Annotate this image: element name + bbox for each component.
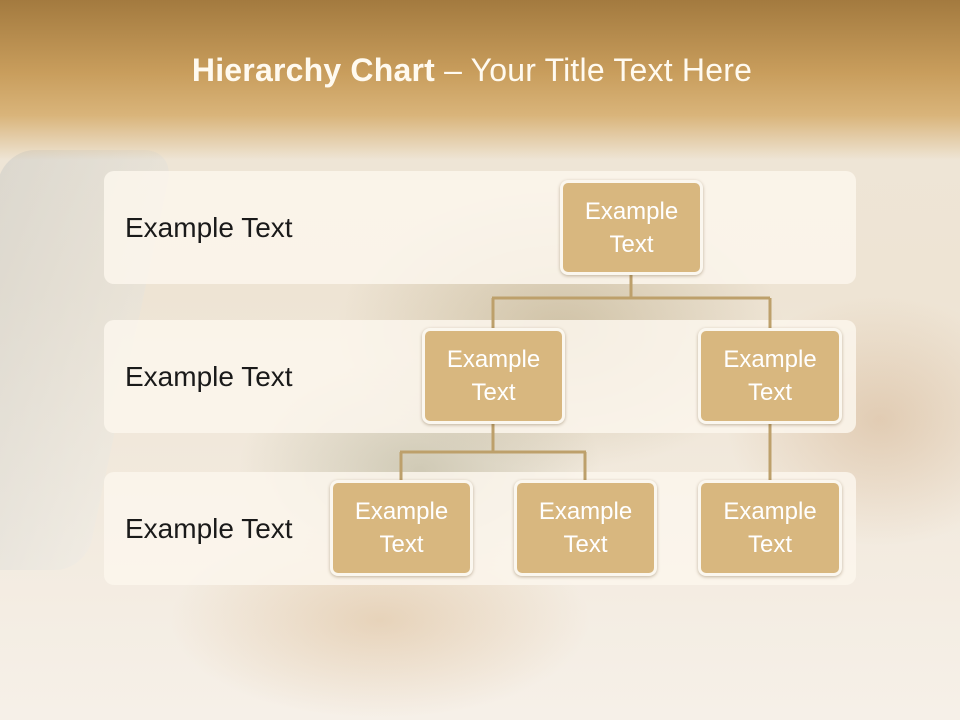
title-bar xyxy=(0,0,960,160)
slide-title: Hierarchy Chart – Your Title Text Here xyxy=(0,52,944,89)
level-label-1: Example Text xyxy=(125,211,293,243)
level-label-2: Example Text xyxy=(125,360,293,392)
level-label-3: Example Text xyxy=(125,512,293,544)
node-level3-a[interactable]: Example Text xyxy=(330,480,473,576)
node-level3-c[interactable]: Example Text xyxy=(698,480,842,576)
node-level2-left[interactable]: Example Text xyxy=(422,328,565,424)
node-root[interactable]: Example Text xyxy=(560,180,703,275)
title-rest: – Your Title Text Here xyxy=(435,52,753,88)
level-band-1: Example Text xyxy=(104,171,856,284)
node-level2-right[interactable]: Example Text xyxy=(698,328,842,424)
title-bold: Hierarchy Chart xyxy=(191,52,435,88)
node-level3-b[interactable]: Example Text xyxy=(514,480,657,576)
